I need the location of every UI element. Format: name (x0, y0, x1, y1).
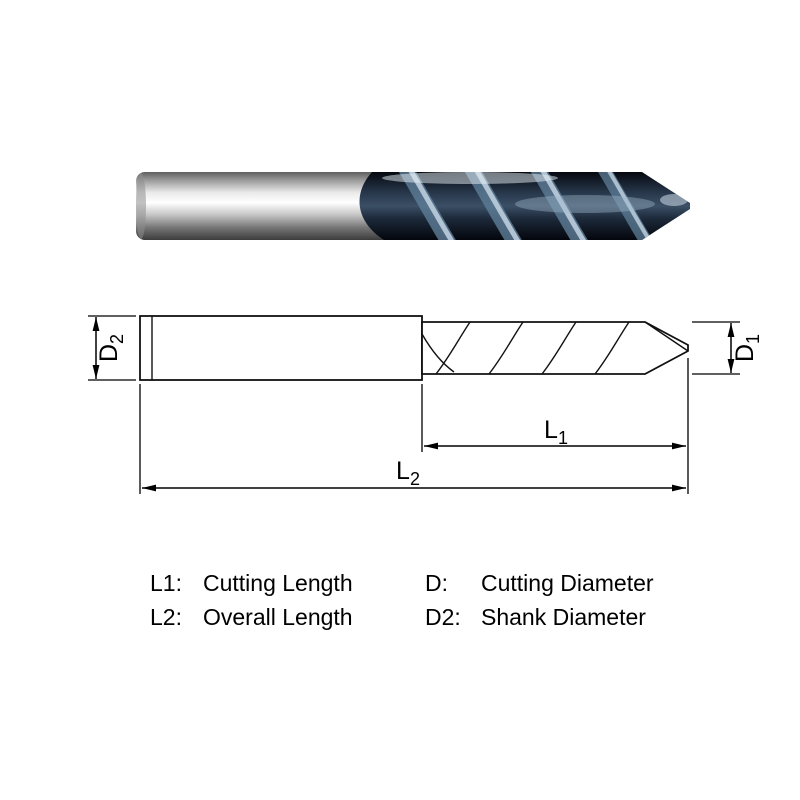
l1-label: L1 (544, 416, 568, 448)
legend-l1-label: L1: (150, 570, 182, 596)
legend-grid: L1: Cutting Length D: Cutting Diameter L… (150, 568, 654, 632)
dim-l2: L2 (139, 384, 686, 494)
photo-shank-end-cap (136, 173, 146, 239)
legend-l2-label: L2: (150, 604, 182, 630)
legend-d2-label: D2: (425, 604, 461, 630)
legend: L1: Cutting Length D: Cutting Diameter L… (150, 568, 654, 632)
dimension-drawing: D2 D1 L1 L2 (88, 315, 763, 494)
flute-spiral-lines (421, 321, 630, 375)
drawing-shank (139, 315, 423, 381)
legend-l2-text: Overall Length (203, 604, 353, 630)
tip-facet-line (644, 321, 689, 352)
photo-mid-sheen (515, 195, 655, 213)
drill-photo (136, 172, 690, 240)
dim-d2: D2 (88, 315, 136, 381)
photo-tip-highlight (660, 194, 688, 206)
legend-l1-text: Cutting Length (203, 570, 353, 596)
legend-d-label: D: (425, 570, 448, 596)
legend-d-text: Cutting Diameter (481, 570, 654, 596)
l2-label: L2 (396, 457, 420, 489)
drawing-flute-body (421, 321, 689, 375)
dim-d1: D1 (692, 321, 763, 375)
photo-shank (136, 172, 398, 240)
legend-d2-text: Shank Diameter (481, 604, 646, 630)
photo-top-sheen (382, 172, 558, 184)
d1-label: D1 (731, 334, 763, 362)
dim-l1: L1 (421, 358, 689, 494)
d2-label: D2 (95, 334, 127, 362)
